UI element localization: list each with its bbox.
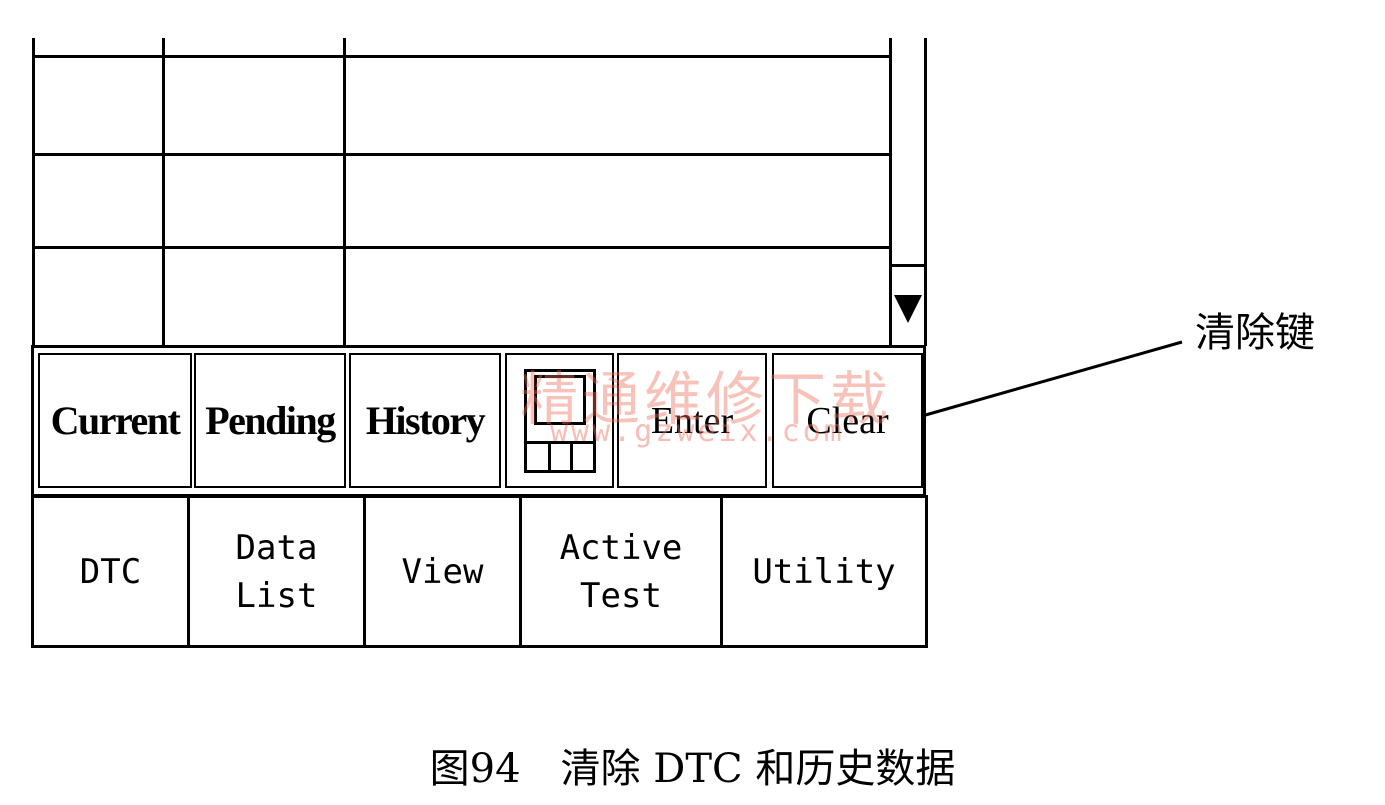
function-toolbar: Current Pending History Enter Clear: [31, 345, 926, 497]
table-row[interactable]: [35, 249, 892, 344]
tab-data-list[interactable]: Data List: [187, 495, 366, 648]
scrollbar-track-left: [889, 38, 892, 346]
pending-button-label: Pending: [205, 398, 336, 443]
annotation-leader-line: [921, 340, 1183, 418]
table-col-divider: [32, 38, 35, 346]
tab-data-list-label: Data List: [235, 527, 318, 616]
table-row-divider: [32, 55, 892, 58]
current-button-label: Current: [50, 398, 181, 443]
history-button-label: History: [365, 398, 486, 443]
history-button[interactable]: History: [349, 353, 501, 488]
scrollbar-track-right: [924, 38, 927, 346]
table-row-divider: [32, 153, 892, 156]
tab-utility-label: Utility: [752, 551, 896, 592]
table-row[interactable]: [35, 58, 892, 153]
enter-button-label: Enter: [650, 399, 734, 442]
tab-active-test[interactable]: Active Test: [519, 495, 723, 648]
tab-active-test-label: Active Test: [559, 527, 683, 616]
table-row-divider: [32, 246, 892, 249]
bottom-tab-bar: DTC Data List View Active Test Utility: [31, 495, 928, 648]
figure-caption: 图94 清除 DTC 和历史数据: [429, 746, 956, 792]
current-button[interactable]: Current: [38, 353, 192, 488]
tab-dtc[interactable]: DTC: [31, 495, 190, 648]
watermark-url: www.gzweix.com: [550, 414, 845, 449]
dtc-table: [32, 38, 925, 346]
tab-view-label: View: [401, 551, 484, 592]
annotation-label: 清除键: [1195, 310, 1315, 356]
triangle-down-icon: [894, 294, 922, 323]
table-col-divider: [343, 38, 346, 346]
tab-view[interactable]: View: [363, 495, 522, 648]
pending-button[interactable]: Pending: [194, 353, 346, 488]
scroll-down-button[interactable]: [892, 264, 924, 346]
clear-button-label: Clear: [806, 399, 889, 442]
tab-utility[interactable]: Utility: [720, 495, 928, 648]
watermark-text: 精通维修下载: [520, 365, 893, 433]
enter-button[interactable]: Enter: [617, 353, 767, 488]
table-row[interactable]: [35, 156, 892, 246]
layout-icon: [520, 368, 600, 473]
vertical-scrollbar[interactable]: [889, 38, 927, 346]
tab-dtc-label: DTC: [79, 551, 142, 592]
layout-button[interactable]: [505, 353, 614, 488]
table-col-divider: [162, 38, 165, 346]
clear-button[interactable]: Clear: [772, 353, 923, 488]
